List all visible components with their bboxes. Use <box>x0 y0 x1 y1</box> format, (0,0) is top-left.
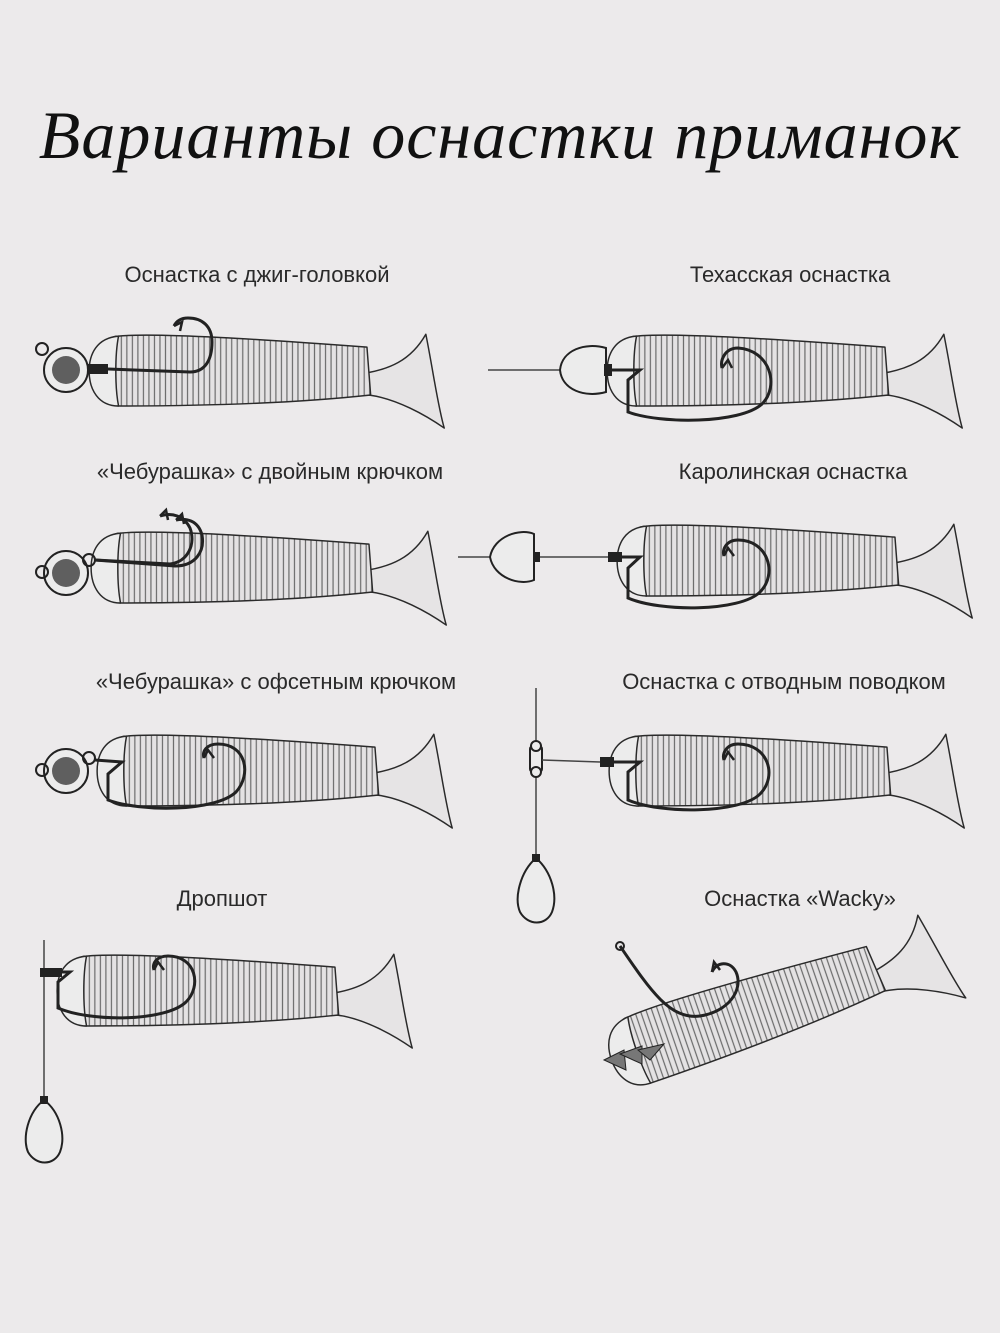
label-cheb-double: «Чебурашка» с двойным крючком <box>96 459 444 484</box>
wacky-rig <box>598 908 967 1115</box>
cheb-offset-rig <box>35 733 453 829</box>
label-wacky: Оснастка «Wacky» <box>704 886 896 911</box>
label-texas: Техасская оснастка <box>689 262 891 287</box>
label-jig: Оснастка с джиг-головкой <box>124 262 390 287</box>
label-dropshot: Дропшот <box>176 886 268 911</box>
label-carolina: Каролинская оснастка <box>678 459 908 484</box>
carolina-rig <box>458 523 973 619</box>
label-dropshot-leader: Оснастка с отводным поводком <box>622 669 946 694</box>
cheb-double-rig <box>35 507 447 626</box>
page-title: Варианты оснастки приманок <box>38 97 962 173</box>
texas-rig <box>488 333 963 429</box>
label-cheb-offset: «Чебурашка» с офсетным крючком <box>95 669 457 694</box>
jig-rig <box>35 316 445 429</box>
dropshot-rig <box>24 940 413 1164</box>
dropshot-leader-rig <box>516 688 965 924</box>
